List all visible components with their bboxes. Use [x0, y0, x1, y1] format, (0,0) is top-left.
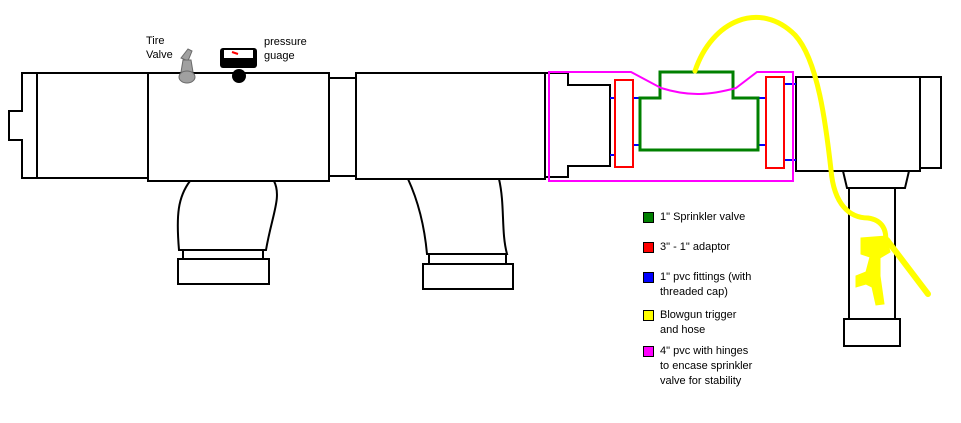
bottom-cap-1	[177, 258, 270, 285]
pipe-section-1	[36, 72, 149, 179]
legend-text-adaptor: 3" - 1" adaptor	[660, 241, 731, 253]
collar-2	[428, 253, 507, 265]
sprinkler-valve	[638, 70, 760, 152]
tee-junction-3	[795, 76, 921, 172]
legend-text-blowgun: Blowgun trigger and hose	[660, 309, 737, 336]
collar-1	[182, 249, 264, 260]
adaptor-left	[614, 79, 634, 168]
tire-valve-icon	[178, 48, 196, 84]
adaptor-right	[765, 76, 785, 169]
tire-valve-label: Tire Valve	[146, 35, 173, 61]
bottom-cap-3	[843, 318, 901, 347]
legend-swatch-green	[643, 212, 654, 223]
casing-outline	[548, 71, 794, 182]
legend-text-pvc-casing: 4" pvc with hinges to encase sprinkler v…	[660, 345, 753, 387]
legend-text-pvc-fittings: 1" pvc fittings (with threaded cap)	[660, 271, 752, 298]
pressure-gauge-label: pressure guage	[264, 36, 307, 62]
legend-item-adaptor: 3" - 1" adaptor	[643, 240, 730, 255]
legend-item-sprinkler-valve: 1" Sprinkler valve	[643, 210, 745, 225]
tee-3-outlet	[841, 170, 911, 189]
blowgun-trigger-icon	[855, 235, 931, 306]
bottom-cap-2	[422, 263, 514, 290]
tee-junction-1	[147, 72, 330, 182]
tee-junction-2	[355, 72, 546, 180]
right-end-cap	[919, 76, 942, 169]
legend-swatch-yellow	[643, 310, 654, 321]
elbow-1	[176, 180, 278, 251]
elbow-2	[406, 178, 509, 255]
legend-swatch-red	[643, 242, 654, 253]
legend-item-pvc-fittings: 1" pvc fittings (with threaded cap)	[643, 270, 751, 300]
legend-item-pvc-casing: 4" pvc with hinges to encase sprinkler v…	[643, 344, 752, 389]
left-end-cap	[8, 72, 38, 179]
pipe-reducer	[544, 72, 611, 178]
legend-swatch-magenta	[643, 346, 654, 357]
pipe-coupling	[328, 77, 357, 177]
blowgun-hose	[692, 15, 889, 248]
legend-text-sprinkler-valve: 1" Sprinkler valve	[660, 211, 746, 223]
legend-item-blowgun: Blowgun trigger and hose	[643, 308, 736, 338]
pressure-gauge-icon	[220, 48, 257, 83]
legend-swatch-blue	[643, 272, 654, 283]
